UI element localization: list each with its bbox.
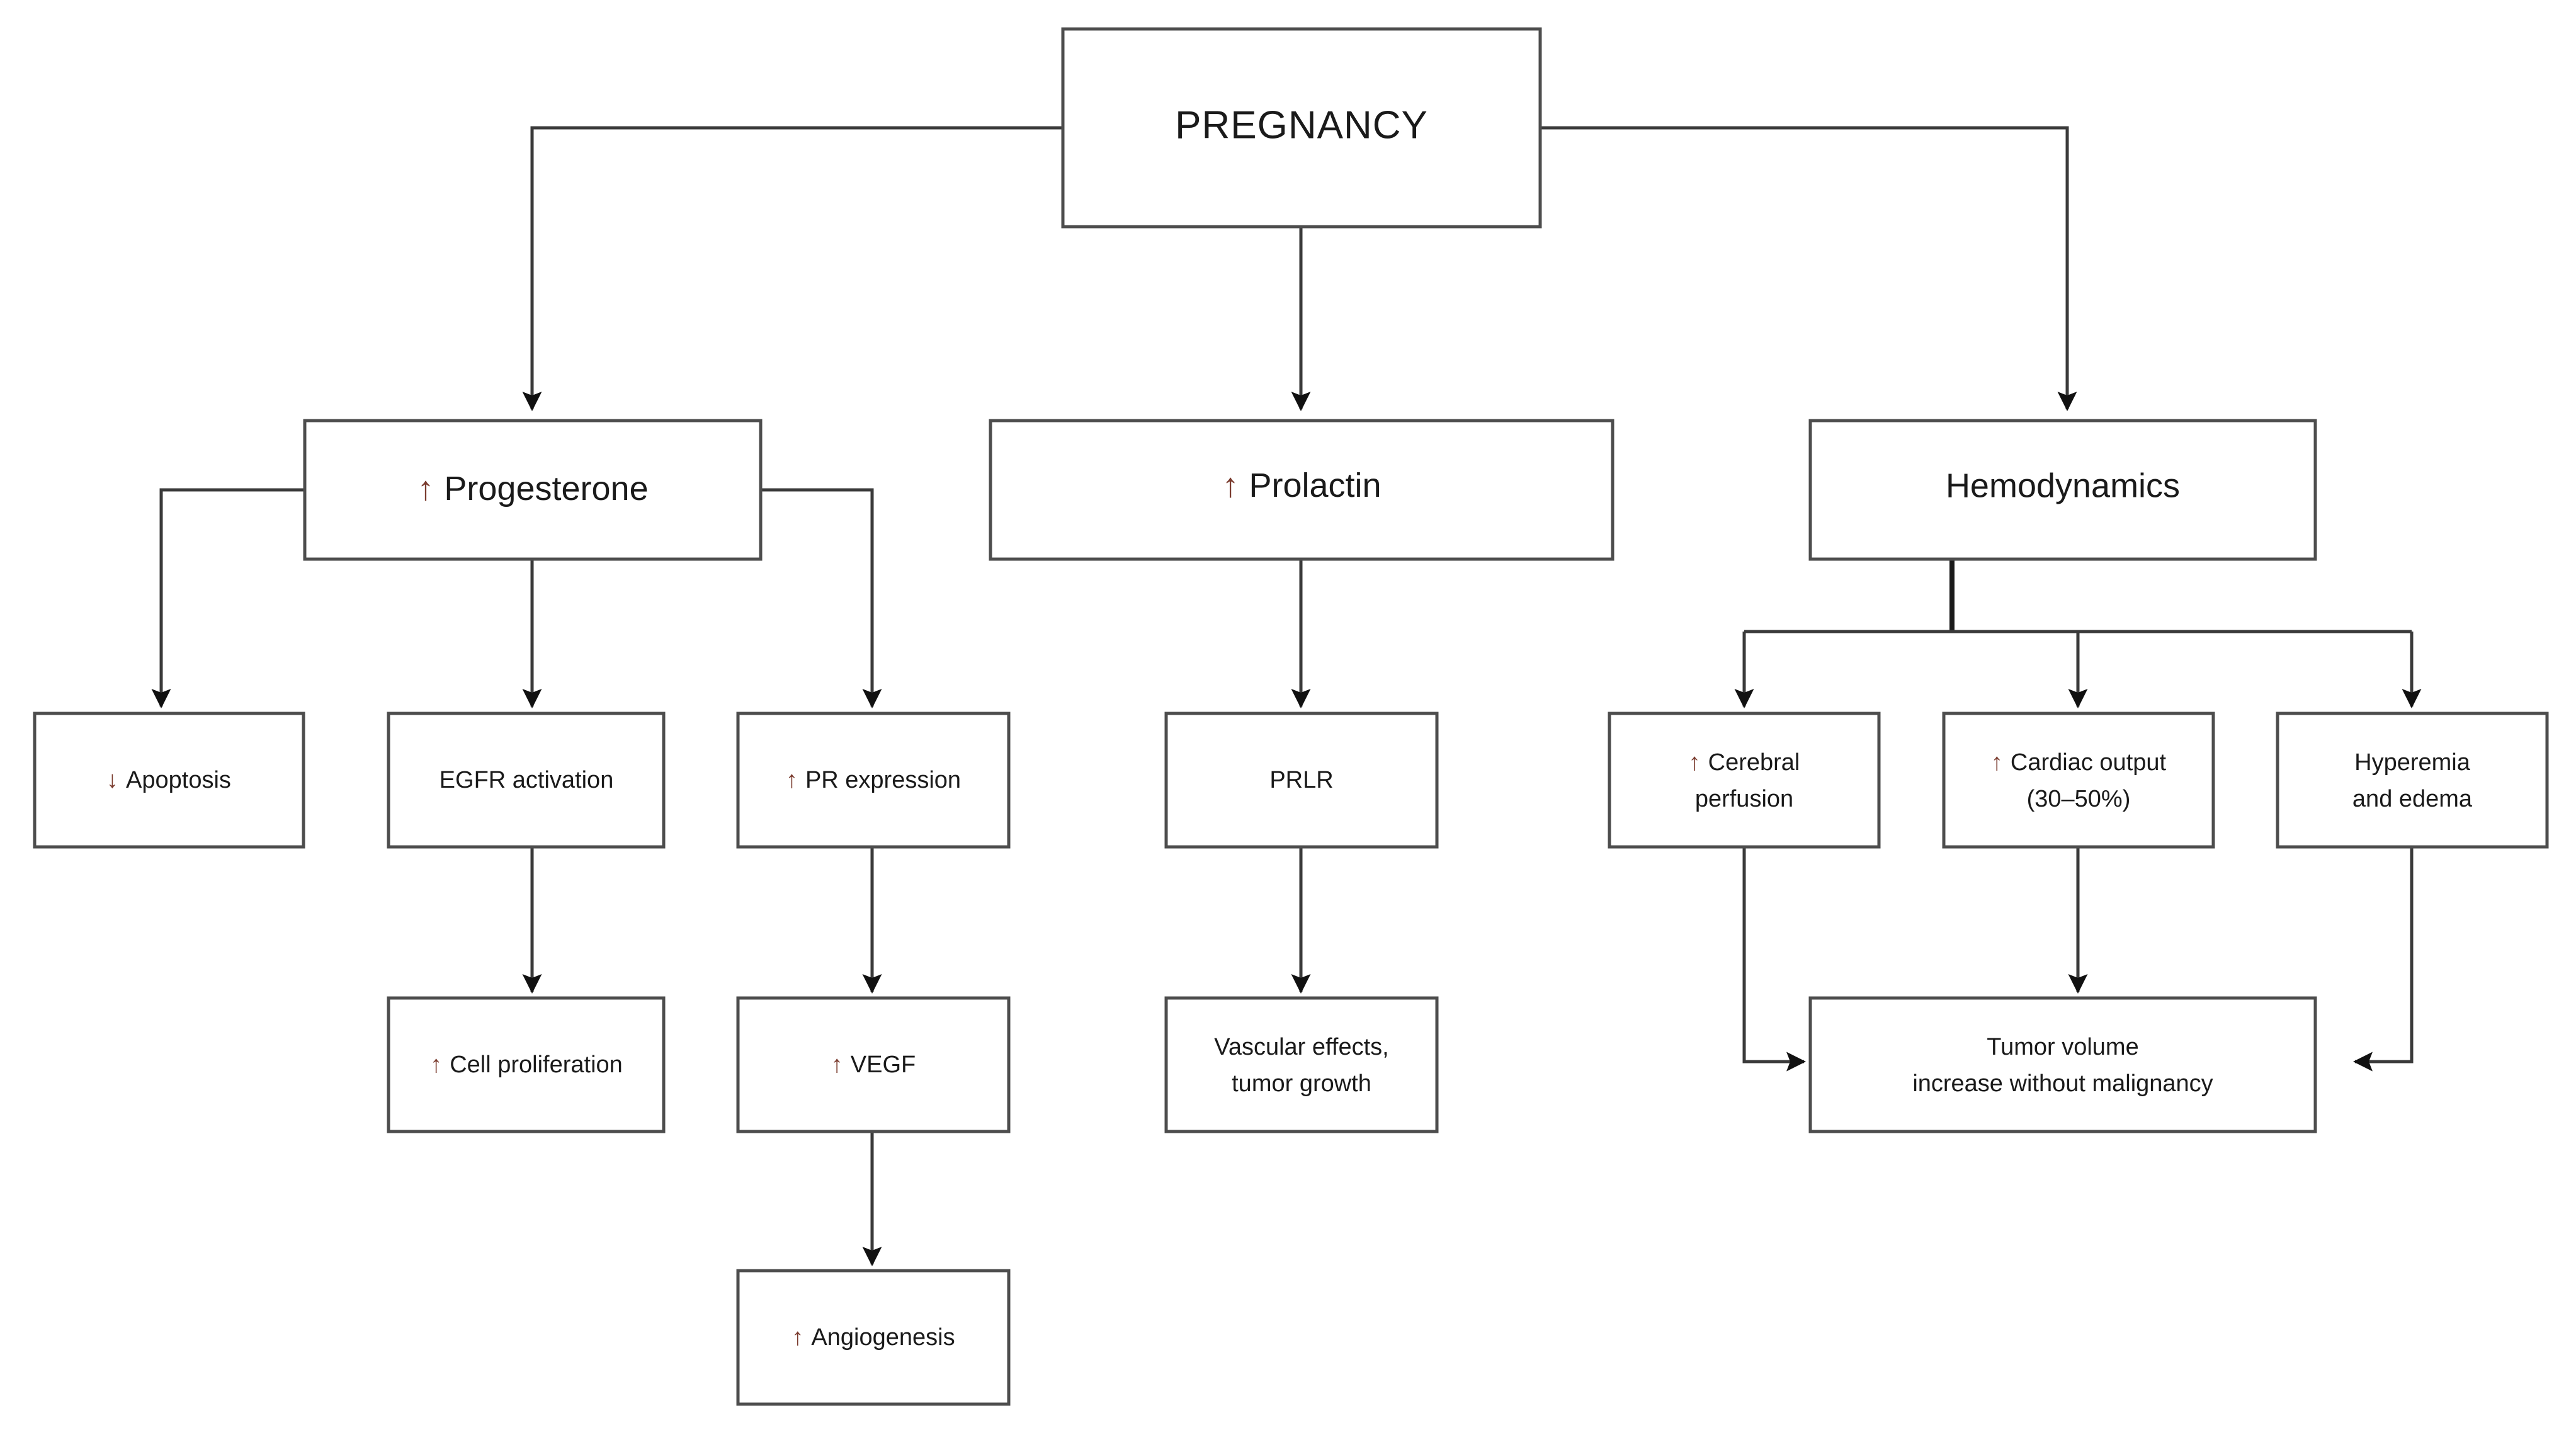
edge-cerebral-perfusion-tumor-volume (1742, 847, 1807, 1072)
edge-hyperemia-tumor-volume (2352, 847, 2414, 1072)
node-hyperemia-edema[interactable]: Hyperemia and edema (2276, 712, 2549, 849)
node-pregnancy-label: PREGNANCY (1175, 103, 1428, 147)
node-vascular-effects-label-line2: tumor growth (1232, 1070, 1371, 1097)
node-cell-proliferation-label: ↑Cell proliferation (430, 1052, 623, 1078)
edge-pregnancy-progesterone (522, 126, 1063, 412)
node-prlr-box (1164, 712, 1439, 849)
node-cerebral-perfusion[interactable]: ↑Cerebral perfusion (1608, 712, 1881, 849)
node-egfr-activation[interactable]: EGFR activation (387, 712, 666, 849)
node-vegf-label: ↑VEGF (831, 1052, 916, 1078)
node-hyperemia-edema-label-line2: and edema (2352, 786, 2473, 812)
node-vegf-box (736, 996, 1011, 1133)
node-hemodynamics-label: Hemodynamics (1946, 467, 2180, 504)
edge-pregnancy-hemodynamics (1540, 126, 2077, 412)
up-arrow-icon: ↑ (417, 470, 434, 508)
node-prolactin-box (989, 419, 1614, 561)
node-hyperemia-edema-box (2276, 712, 2549, 849)
node-hemodynamics-box (1808, 419, 2317, 561)
up-arrow-icon: ↑ (786, 767, 798, 793)
node-cerebral-perfusion-box (1608, 712, 1881, 849)
node-pr-expression-box (736, 712, 1011, 849)
node-vascular-effects-box (1164, 996, 1439, 1133)
node-progesterone[interactable]: ↑Progesterone (303, 419, 763, 561)
node-hemodynamics[interactable]: Hemodynamics (1808, 419, 2317, 561)
node-cerebral-perfusion-label-line2: perfusion (1695, 786, 1793, 812)
node-apoptosis-label: ↓Apoptosis (106, 767, 231, 793)
node-progesterone-box (303, 419, 763, 561)
node-apoptosis-box (33, 712, 305, 849)
node-prlr[interactable]: PRLR (1164, 712, 1439, 849)
up-arrow-icon: ↑ (1222, 467, 1239, 504)
edge-progesterone-pr-expression (761, 488, 882, 709)
node-cell-proliferation-box (387, 996, 666, 1133)
node-tumor-volume-label-line2: increase without malignancy (1912, 1070, 2213, 1097)
node-cardiac-output[interactable]: ↑Cardiac output (30–50%) (1942, 712, 2215, 849)
node-cardiac-output-label-line1: ↑Cardiac output (1991, 749, 2167, 776)
down-arrow-icon: ↓ (106, 767, 118, 793)
up-arrow-icon: ↑ (1689, 749, 1701, 776)
node-prolactin[interactable]: ↑Prolactin (989, 419, 1614, 561)
node-cell-proliferation[interactable]: ↑Cell proliferation (387, 996, 666, 1133)
up-arrow-icon: ↑ (430, 1052, 442, 1078)
node-prolactin-label: ↑Prolactin (1222, 467, 1381, 504)
node-hyperemia-edema-label-line1: Hyperemia (2354, 749, 2471, 776)
node-egfr-activation-box (387, 712, 666, 849)
up-arrow-icon: ↑ (792, 1324, 803, 1351)
up-arrow-icon: ↑ (1991, 749, 2003, 776)
node-tumor-volume-box (1808, 996, 2317, 1133)
node-progesterone-label: ↑Progesterone (417, 470, 648, 508)
node-pregnancy[interactable]: PREGNANCY (1061, 27, 1542, 229)
node-cardiac-output-label-line2: (30–50%) (2027, 786, 2131, 812)
node-angiogenesis[interactable]: ↑Angiogenesis (736, 1269, 1011, 1406)
node-cardiac-output-box (1942, 712, 2215, 849)
node-angiogenesis-label: ↑Angiogenesis (792, 1324, 955, 1351)
node-tumor-volume-label-line1: Tumor volume (1987, 1034, 2138, 1060)
node-vegf[interactable]: ↑VEGF (736, 996, 1011, 1133)
up-arrow-icon: ↑ (831, 1052, 843, 1078)
node-prlr-label: PRLR (1269, 767, 1333, 793)
node-vascular-effects-label-line1: Vascular effects, (1214, 1034, 1388, 1060)
node-tumor-volume[interactable]: Tumor volume increase without malignancy (1808, 996, 2317, 1133)
node-pr-expression-label: ↑PR expression (786, 767, 961, 793)
node-apoptosis[interactable]: ↓Apoptosis (33, 712, 305, 849)
node-vascular-effects[interactable]: Vascular effects, tumor growth (1164, 996, 1439, 1133)
node-cerebral-perfusion-label-line1: ↑Cerebral (1689, 749, 1800, 776)
node-pr-expression[interactable]: ↑PR expression (736, 712, 1011, 849)
node-pregnancy-box (1061, 27, 1542, 229)
node-angiogenesis-box (736, 1269, 1011, 1406)
node-egfr-activation-label: EGFR activation (440, 767, 614, 793)
edge-progesterone-apoptosis (151, 488, 305, 709)
